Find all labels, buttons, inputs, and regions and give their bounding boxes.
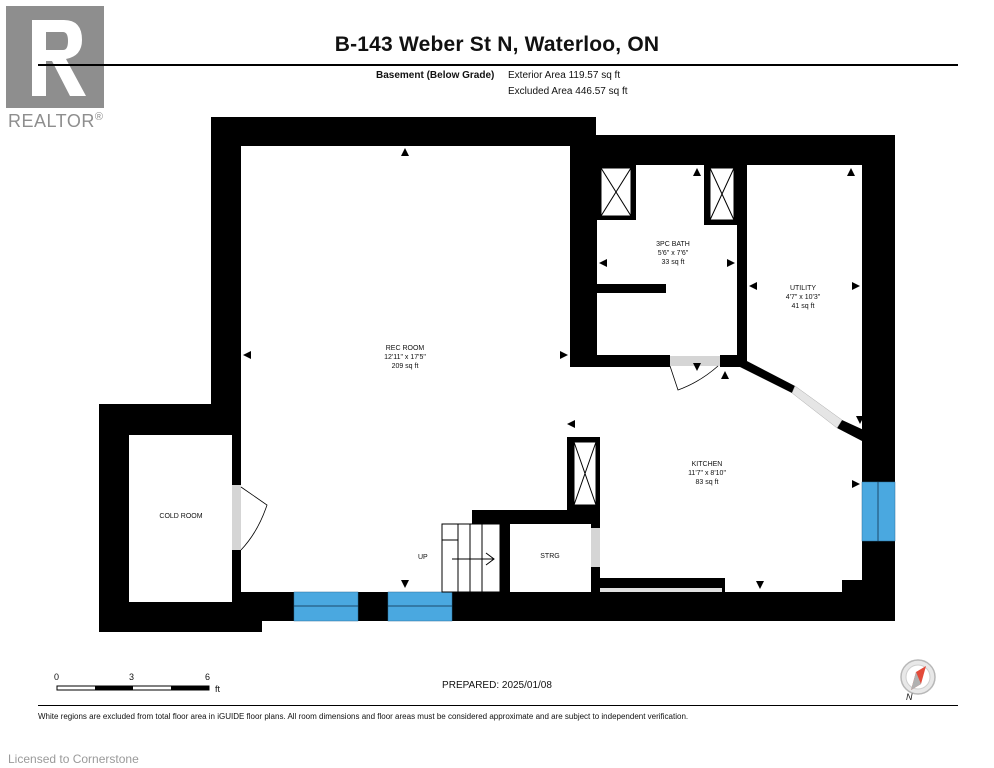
room-kitchen: KITCHEN 11'7" x 8'10" 83 sq ft [672, 460, 742, 487]
compass-label: N [906, 692, 913, 702]
room-area: 33 sq ft [661, 259, 685, 266]
prepared-date: PREPARED: 2025/01/08 [442, 680, 552, 691]
room-rec-room: REC ROOM 12'11" x 17'5" 209 sq ft [360, 344, 450, 371]
realtor-logo [6, 6, 104, 108]
storage-door [591, 528, 600, 567]
license-watermark: Licensed to Cornerstone [8, 752, 139, 766]
scale-tick-6: 6 [205, 672, 211, 682]
room-storage: STRG [540, 553, 560, 560]
page-title: B-143 Weber St N, Waterloo, ON [334, 33, 660, 56]
excluded-area: Excluded Area 446.57 sq ft [508, 86, 628, 97]
room-name: UTILITY [789, 285, 817, 292]
scale-tick-0: 0 [54, 672, 60, 682]
room-dims: 5'6" x 7'6" [657, 250, 689, 257]
room-area: 83 sq ft [695, 479, 719, 486]
room-name: KITCHEN [691, 461, 723, 468]
room-cold-room: COLD ROOM [159, 513, 203, 520]
scale-unit: ft [215, 684, 221, 694]
footer-divider [38, 705, 958, 706]
realtor-logo-text: REALTOR® [8, 111, 104, 131]
scale-tick-3: 3 [129, 672, 135, 682]
realtor-r-icon [32, 20, 86, 96]
bath-door [670, 356, 720, 366]
exterior-area: Exterior Area 119.57 sq ft [508, 70, 621, 81]
footer-disclaimer: White regions are excluded from total fl… [38, 712, 689, 721]
room-dims: 11'7" x 8'10" [688, 470, 726, 477]
room-3pc-bath: 3PC BATH 5'6" x 7'6" 33 sq ft [640, 240, 706, 267]
room-area: 209 sq ft [391, 363, 419, 370]
stairs [441, 523, 501, 593]
room-utility: UTILITY 4'7" x 10'3" 41 sq ft [770, 284, 836, 311]
compass-icon [900, 659, 936, 695]
room-name: 3PC BATH [656, 241, 690, 248]
title-divider [38, 64, 958, 66]
scale-bar [56, 685, 210, 691]
cold-room-door [232, 485, 241, 550]
room-name: REC ROOM [385, 345, 425, 352]
room-area: 41 sq ft [791, 303, 815, 310]
room-dims: 12'11" x 17'5" [384, 354, 426, 361]
level-label: Basement (Below Grade) [376, 70, 495, 81]
dimension-arrows [243, 148, 864, 589]
room-dims: 4'7" x 10'3" [785, 294, 821, 301]
stairs-up-label: UP [418, 554, 428, 561]
